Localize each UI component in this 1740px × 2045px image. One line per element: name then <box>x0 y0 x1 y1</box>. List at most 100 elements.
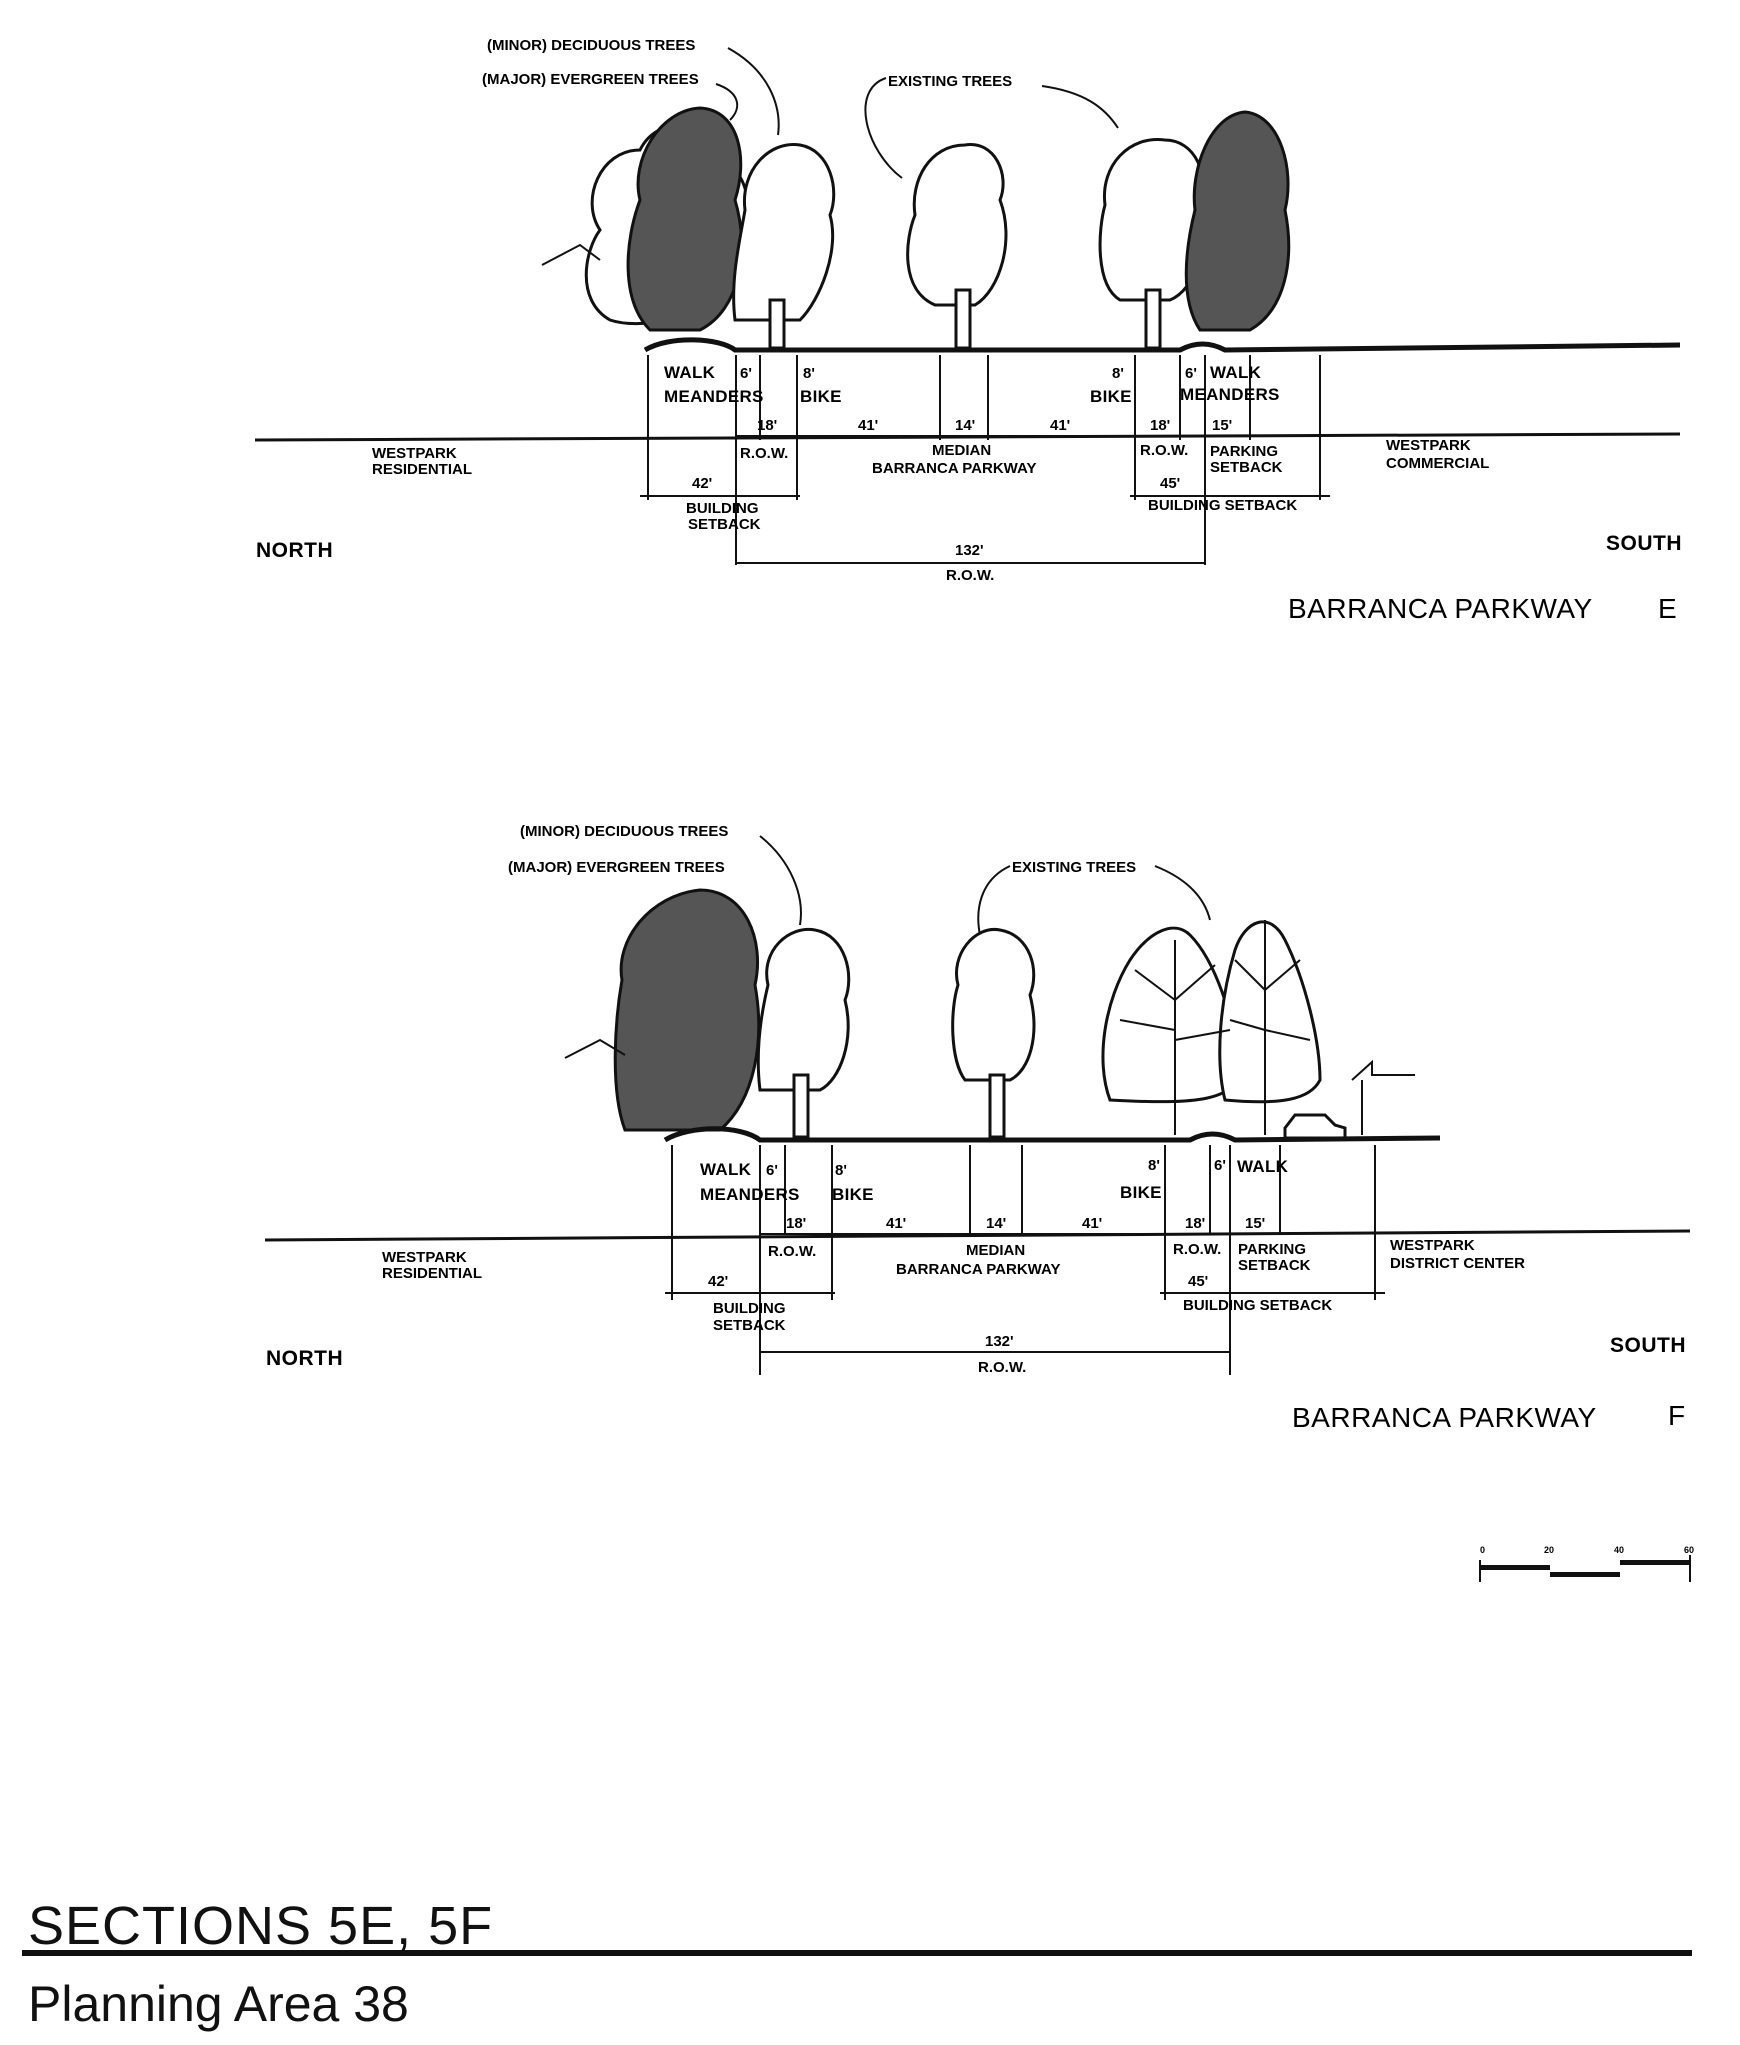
label-walk-right: WALK <box>1210 363 1262 382</box>
callout-arrow <box>1041 85 1119 129</box>
evergreen-tree <box>613 888 761 1132</box>
note-evergreen-trees: (MAJOR) EVERGREEN TREES <box>508 859 725 876</box>
note-existing-trees: EXISTING TREES <box>888 73 1012 90</box>
dim-row-total: 132' <box>955 542 984 559</box>
label-walk-right: WALK <box>1237 1157 1289 1176</box>
right-land-use-line2: DISTRICT CENTER <box>1390 1255 1525 1272</box>
right-land-use-line1: WESTPARK <box>1386 437 1471 454</box>
label-building-left: BUILDING <box>686 500 759 517</box>
callout-arrow <box>759 835 802 926</box>
label-meanders-left: MEANDERS <box>700 1185 800 1204</box>
dim-row-left: 18' <box>757 417 777 434</box>
label-row-right: R.O.W. <box>1140 442 1188 459</box>
label-median: MEDIAN <box>932 442 991 459</box>
sheet-subtitle: Planning Area 38 <box>28 1976 409 2032</box>
note-deciduous-trees: (MINOR) DECIDUOUS TREES <box>487 37 695 54</box>
left-land-use-line1: WESTPARK <box>372 445 457 462</box>
evergreen-tree <box>1184 110 1291 332</box>
dim-bike-left: 8' <box>803 365 815 382</box>
note-evergreen-trees: (MAJOR) EVERGREEN TREES <box>482 71 699 88</box>
left-land-use-line2: RESIDENTIAL <box>372 461 472 478</box>
sheet-title: SECTIONS 5E, 5F <box>28 1896 494 1956</box>
callout-arrow <box>977 865 1011 936</box>
label-setback-left: SETBACK <box>688 516 761 533</box>
label-row-right: R.O.W. <box>1173 1241 1221 1258</box>
dim-parking: 15' <box>1245 1215 1265 1232</box>
dim-building-left: 42' <box>708 1273 728 1290</box>
dim-building-left: 42' <box>692 475 712 492</box>
tree-trunk <box>1144 288 1162 350</box>
tree-trunk <box>954 288 972 350</box>
label-building-setback-right: BUILDING SETBACK <box>1148 497 1297 514</box>
bare-branches <box>1119 920 1311 1135</box>
callout-arrow <box>1154 865 1211 921</box>
label-bike-left: BIKE <box>800 387 842 406</box>
dim-walk-right: 6' <box>1185 365 1197 382</box>
label-walk-left: WALK <box>700 1160 752 1179</box>
left-land-use-line1: WESTPARK <box>382 1249 467 1266</box>
label-bike-right: BIKE <box>1090 387 1132 406</box>
dim-building-right: 45' <box>1188 1273 1208 1290</box>
label-bike-left: BIKE <box>832 1185 874 1204</box>
label-setback: SETBACK <box>1210 459 1283 476</box>
tree-trunk <box>792 1073 810 1139</box>
house-roof-icon <box>541 243 601 266</box>
label-walk-left: WALK <box>664 363 716 382</box>
dim-lanes-left: 41' <box>886 1215 906 1232</box>
dim-walk-right: 6' <box>1214 1157 1226 1174</box>
label-parkway: BARRANCA PARKWAY <box>872 460 1036 477</box>
ground-line <box>663 1126 1441 1143</box>
scale-bar: 0 20 40 60 <box>1479 1545 1694 1582</box>
deciduous-tree <box>732 142 836 322</box>
label-row-total: R.O.W. <box>978 1359 1026 1376</box>
scale-tick-label: 40 <box>1614 1545 1624 1555</box>
dim-row-right: 18' <box>1185 1215 1205 1232</box>
section-letter: F <box>1668 1400 1686 1431</box>
label-building-setback-right: BUILDING SETBACK <box>1183 1297 1332 1314</box>
house-roof-icon <box>564 1038 626 1059</box>
section-title: BARRANCA PARKWAY <box>1292 1402 1597 1433</box>
dim-lanes-left: 41' <box>858 417 878 434</box>
left-land-use-line2: RESIDENTIAL <box>382 1265 482 1282</box>
dim-row-right: 18' <box>1150 417 1170 434</box>
deciduous-tree <box>756 927 851 1092</box>
car-icon <box>1283 1113 1347 1140</box>
label-setback-left: SETBACK <box>713 1317 786 1334</box>
ground-line <box>643 337 1681 353</box>
label-south: SOUTH <box>1610 1334 1686 1357</box>
scale-tick-label: 20 <box>1544 1545 1554 1555</box>
label-south: SOUTH <box>1606 532 1682 555</box>
label-row-left: R.O.W. <box>768 1243 816 1260</box>
label-row-total: R.O.W. <box>946 567 994 584</box>
callout-arrow <box>864 77 903 179</box>
label-median: MEDIAN <box>966 1242 1025 1259</box>
label-north: NORTH <box>266 1347 343 1370</box>
dim-median: 14' <box>955 417 975 434</box>
property-line <box>264 1229 1691 1242</box>
dim-row-left: 18' <box>786 1215 806 1232</box>
label-row-left: R.O.W. <box>740 445 788 462</box>
dim-lanes-right: 41' <box>1082 1215 1102 1232</box>
callout-arrow <box>727 47 780 136</box>
section-letter: E <box>1658 593 1677 624</box>
tree-trunk <box>988 1073 1006 1139</box>
median-tree <box>906 143 1008 307</box>
note-existing-trees: EXISTING TREES <box>1012 859 1136 876</box>
label-setback: SETBACK <box>1238 1257 1311 1274</box>
dim-walk-left: 6' <box>766 1162 778 1179</box>
dim-bike-right: 8' <box>1148 1157 1160 1174</box>
label-north: NORTH <box>256 539 333 562</box>
section-title: BARRANCA PARKWAY <box>1288 593 1593 624</box>
title-rule <box>22 1950 1692 1956</box>
median-tree <box>951 928 1036 1082</box>
section-e: (MINOR) DECIDUOUS TREES (MAJOR) EVERGREE… <box>254 37 1682 624</box>
right-land-use-line1: WESTPARK <box>1390 1237 1475 1254</box>
dim-lanes-right: 41' <box>1050 417 1070 434</box>
dim-building-right: 45' <box>1160 475 1180 492</box>
scale-tick-label: 60 <box>1684 1545 1694 1555</box>
existing-tree-bare <box>1218 920 1322 1104</box>
tree-trunk <box>768 298 786 350</box>
section-f: (MINOR) DECIDUOUS TREES (MAJOR) EVERGREE… <box>264 823 1691 1433</box>
label-parking: PARKING <box>1210 443 1278 460</box>
